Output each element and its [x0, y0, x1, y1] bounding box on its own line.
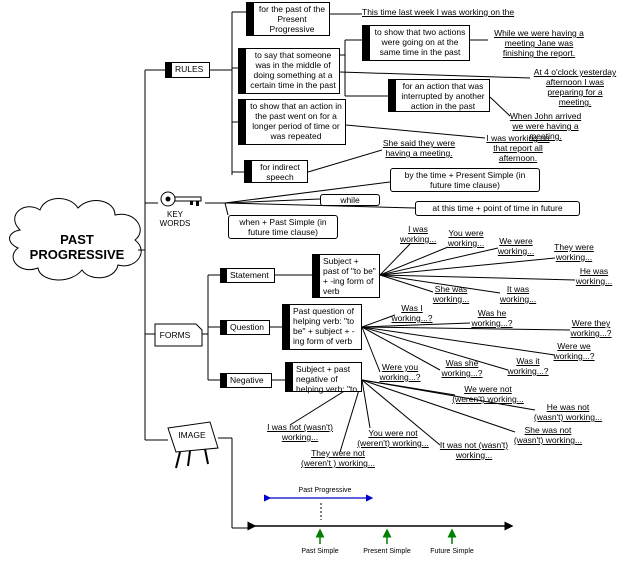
tick-label-present: Present Simple	[363, 548, 411, 555]
statement-example: They were working...	[554, 242, 594, 262]
statement-example: We were working...	[497, 236, 535, 256]
negative-example: You were not (weren't) working...	[357, 428, 429, 448]
rule-example-3: At 4 o'clock yesterday afternoon I was p…	[533, 67, 617, 107]
statement-example: You were working...	[447, 228, 485, 248]
question-example: Was I working...?	[391, 303, 433, 323]
rule-box-2[interactable]: to show that two actions were going on a…	[362, 25, 470, 61]
rule-box-1[interactable]: for the past of the Present Progressive	[246, 2, 330, 36]
question-rule-box[interactable]: Past question of helping verb: "to be" +…	[282, 304, 362, 350]
question-node[interactable]: Question	[220, 320, 270, 335]
statement-example: I was working...	[400, 224, 437, 244]
keyword-when[interactable]: when + Past Simple (in future time claus…	[228, 215, 338, 239]
rule-example-2: While we were having a meeting Jane was …	[494, 28, 584, 58]
question-example: Was she working...?	[441, 358, 483, 378]
keyword-while[interactable]: while	[320, 194, 380, 206]
statement-example: It was working...	[499, 284, 537, 304]
rule-box-3[interactable]: to say that someone was in the middle of…	[238, 48, 340, 94]
negative-example: They were not (weren't ) working...	[301, 448, 375, 468]
root-title: PAST PROGRESSIVE	[29, 232, 125, 262]
negative-example: It was not (wasn't) working...	[439, 440, 509, 460]
rule-example-1: This time last week I was working on the	[362, 7, 515, 17]
rule-example-6: She said they were having a meeting.	[382, 138, 456, 158]
tick-label-future: Future Simple	[430, 548, 474, 555]
statement-rule-box[interactable]: Subject + past of "to be" + -ing form of…	[312, 254, 380, 298]
rule-box-5[interactable]: to show that an action in the past went …	[238, 99, 346, 145]
tick-label-past: Past Simple	[301, 548, 339, 555]
easel-icon	[167, 421, 219, 469]
keyword-by-the-time[interactable]: by the time + Present Simple (in future …	[390, 168, 540, 192]
question-example: Was it working...?	[507, 356, 549, 376]
statement-example: She was working...	[432, 284, 470, 304]
negative-example: We were not (weren't) working...	[452, 384, 524, 404]
forms-doc-icon	[154, 323, 203, 347]
negative-example: She was not (wasn't) working...	[513, 425, 583, 445]
question-example: Were you working...?	[379, 362, 421, 382]
forms-label: FORMS	[159, 330, 191, 340]
timeline-top-label: Past Progressive	[298, 487, 352, 494]
key-icon	[160, 191, 202, 207]
rule-example-4: When John arrived we were having a meeti…	[509, 111, 582, 141]
question-example: Were we working...?	[553, 341, 595, 361]
image-label: IMAGE	[178, 430, 206, 440]
keywords-label: KEY WORDS	[159, 210, 191, 228]
negative-example: I was not (wasn't) working...	[267, 422, 333, 442]
negative-node[interactable]: Negative	[220, 373, 272, 388]
keyword-at-this-time[interactable]: at this time + point of time in future	[415, 201, 580, 216]
rule-example-5: I was working on that report all afterno…	[486, 133, 550, 163]
rule-box-4[interactable]: for an action that was interrupted by an…	[388, 79, 490, 112]
question-example: Was he working...?	[471, 308, 513, 328]
rules-node[interactable]: RULES	[165, 62, 210, 78]
question-example: Were they working...?	[570, 318, 612, 338]
statement-example: He was working...	[575, 266, 613, 286]
rule-box-6[interactable]: for indirect speech	[244, 160, 308, 183]
root-cloud	[9, 198, 142, 281]
negative-rule-box[interactable]: Subject + past negative of helping verb:…	[285, 362, 362, 394]
statement-node[interactable]: Statement	[220, 268, 275, 283]
negative-example: He was not (wasn't) working...	[533, 402, 603, 422]
